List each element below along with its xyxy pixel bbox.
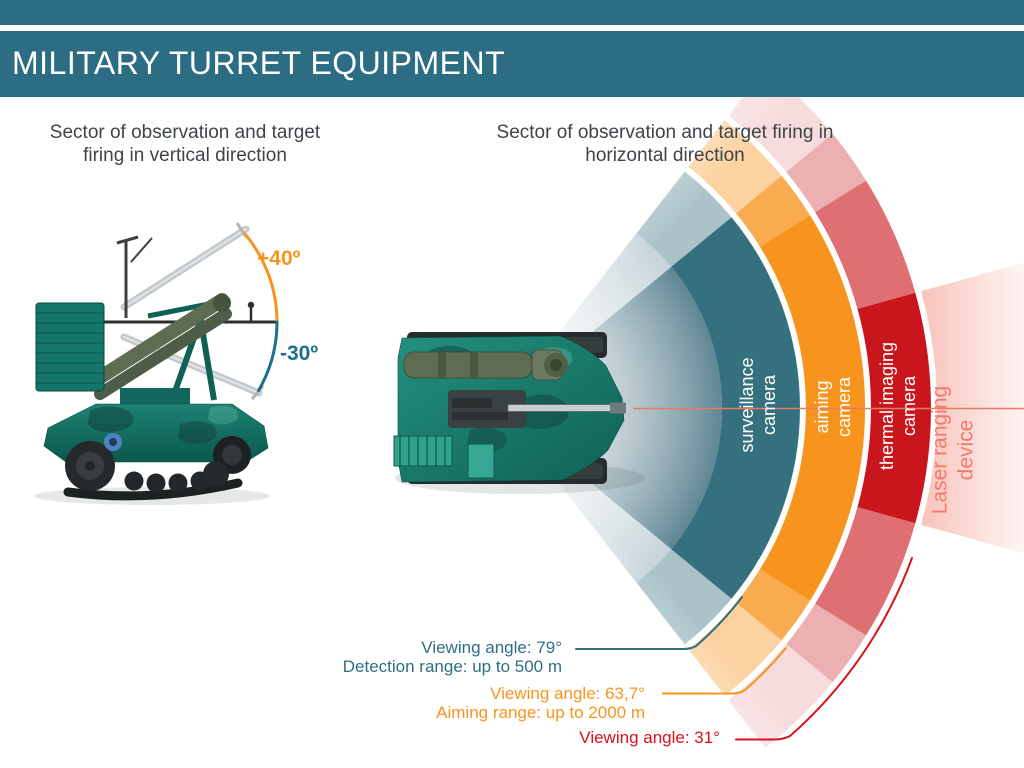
aiming-range: Aiming range: up to 2000 m: [436, 703, 645, 722]
surveillance-leader-line: [575, 596, 743, 650]
title-bar: MILITARY TURRET EQUIPMENT: [0, 31, 1024, 97]
min-elevation-label: -30º: [280, 342, 319, 365]
page-title: MILITARY TURRET EQUIPMENT: [12, 45, 506, 81]
aiming-leader-line: [662, 647, 787, 695]
surveillance-viewing-angle: Viewing angle: 79°: [421, 638, 562, 657]
turret-equipment-box: [35, 302, 105, 392]
elevation-arc-up: [243, 232, 279, 324]
surveillance-callout: Viewing angle: 79° Detection range: up t…: [302, 638, 562, 676]
launcher-tube-upper: [89, 293, 229, 387]
thermal-imaging-camera-label: thermal imaging camera: [877, 341, 919, 471]
launcher-tube-lower: [94, 308, 232, 400]
turret-vehicle-top-view: [393, 332, 645, 494]
top-accent-strip: [0, 0, 1024, 25]
elevated-barrel-ghost: [120, 222, 250, 311]
aiming-callout: Viewing angle: 63,7° Aiming range: up to…: [385, 684, 645, 722]
elevation-arc-down: [257, 320, 279, 392]
max-elevation-label: +40º: [257, 247, 301, 270]
top-view-launcher: [403, 351, 533, 379]
thermal-leader-line: [735, 557, 913, 741]
vertical-sector-diagram: [34, 222, 279, 505]
surveillance-camera-label: surveillance camera: [737, 357, 779, 453]
horizontal-section-title: Sector of observation and target firing …: [496, 122, 834, 166]
turret-vehicle-side-view: [35, 235, 269, 501]
top-view-barrel: [507, 404, 621, 412]
vertical-section-title: Sector of observation and target firing …: [49, 122, 321, 166]
aiming-viewing-angle: Viewing angle: 63,7°: [490, 684, 645, 703]
laser-ranging-device-label: Laser ranging device: [928, 385, 977, 515]
thermal-viewing-angle: Viewing angle: 31°: [579, 728, 720, 747]
thermal-callout: Viewing angle: 31°: [460, 728, 720, 747]
surveillance-detection-range: Detection range: up to 500 m: [342, 657, 562, 676]
aiming-camera-label: aiming camera: [812, 376, 854, 438]
